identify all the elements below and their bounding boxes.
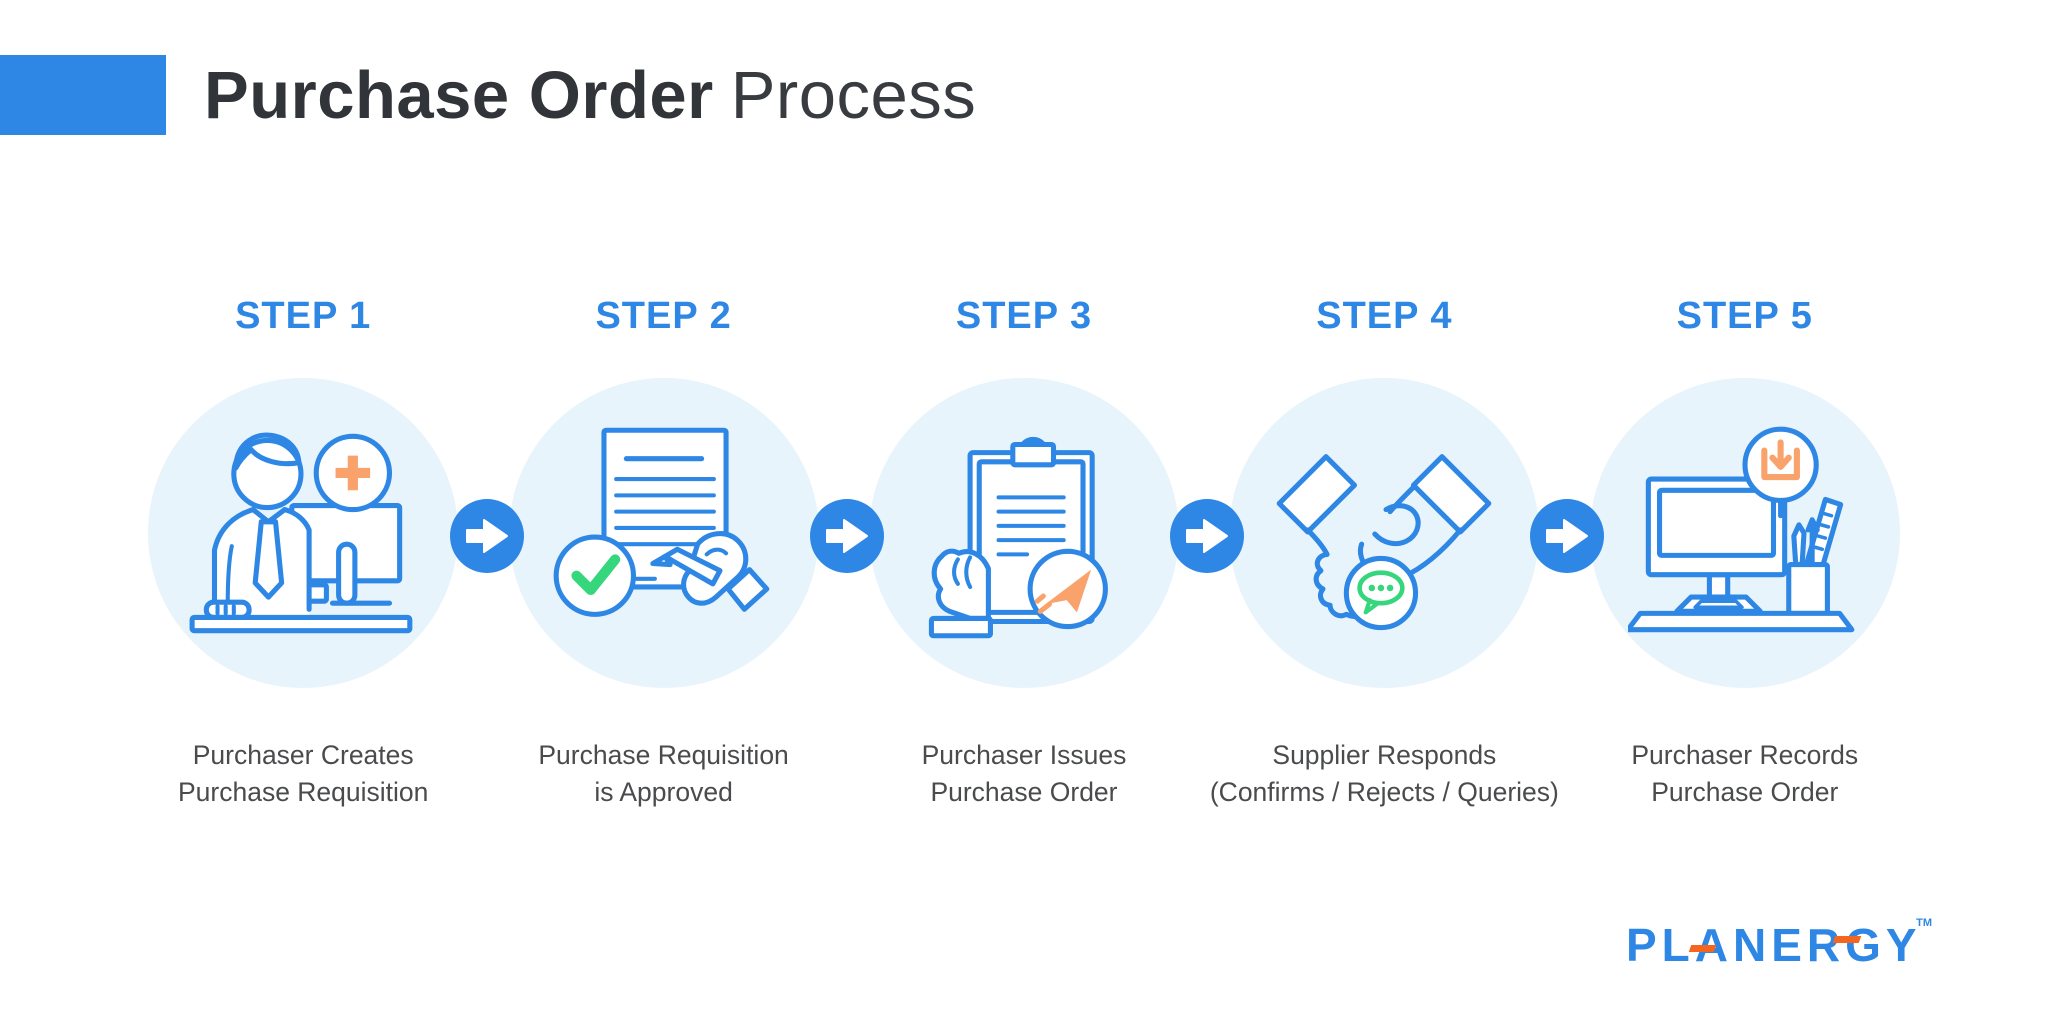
planergy-logo: PLANERGY TM bbox=[1626, 917, 1932, 971]
step-2-caption: Purchase Requisition is Approved bbox=[538, 740, 789, 807]
step-2-label: STEP 2 bbox=[595, 295, 732, 337]
planergy-logo-text: PLANERGY bbox=[1626, 919, 1922, 971]
clipboard-send-icon bbox=[928, 436, 1108, 639]
logo-a-accent-bar bbox=[1688, 945, 1717, 952]
arrow-right-icon bbox=[810, 499, 884, 573]
step-column-1: STEP 1 bbox=[123, 296, 483, 811]
handshake-chat-icon bbox=[1277, 454, 1492, 631]
step-5-caption: Purchaser Records Purchase Order bbox=[1631, 740, 1859, 807]
person-computer-plus-icon bbox=[189, 432, 413, 634]
step-4-label: STEP 4 bbox=[1316, 295, 1453, 337]
step-4-circle bbox=[1229, 378, 1540, 688]
step-1-caption: Purchaser Creates Purchase Requisition bbox=[177, 740, 429, 807]
step-4-caption: Supplier Responds (Confirms / Rejects / … bbox=[1209, 740, 1559, 807]
header-accent-bar bbox=[0, 55, 166, 135]
step-column-2: STEP 2 Purchase Requisition bbox=[483, 296, 843, 811]
arrow-right-icon bbox=[450, 499, 524, 573]
arrow-right-icon bbox=[1530, 499, 1604, 573]
page-title-light: Process bbox=[730, 57, 977, 133]
step-2-circle bbox=[508, 378, 819, 688]
logo-g-accent-bar bbox=[1832, 936, 1862, 943]
step-1-label: STEP 1 bbox=[235, 295, 372, 337]
step-5-circle bbox=[1589, 378, 1900, 688]
step-column-3: STEP 3 Purchaser Issu bbox=[844, 296, 1204, 811]
step-column-4: STEP 4 bbox=[1204, 296, 1564, 811]
step-5-label: STEP 5 bbox=[1676, 295, 1813, 337]
steps-row: STEP 1 bbox=[123, 296, 1925, 811]
step-column-5: STEP 5 bbox=[1565, 296, 1925, 811]
step-3-circle bbox=[868, 378, 1179, 688]
step-3-caption: Purchaser Issues Purchase Order bbox=[921, 740, 1127, 807]
arrow-right-icon bbox=[1170, 499, 1244, 573]
approved-document-signature-icon bbox=[553, 427, 769, 617]
step-1-circle bbox=[148, 378, 459, 688]
step-3-label: STEP 3 bbox=[955, 295, 1093, 337]
page-title-bold: Purchase Order bbox=[204, 57, 714, 133]
trademark-symbol: TM bbox=[1916, 917, 1932, 929]
desktop-record-icon bbox=[1627, 426, 1855, 633]
